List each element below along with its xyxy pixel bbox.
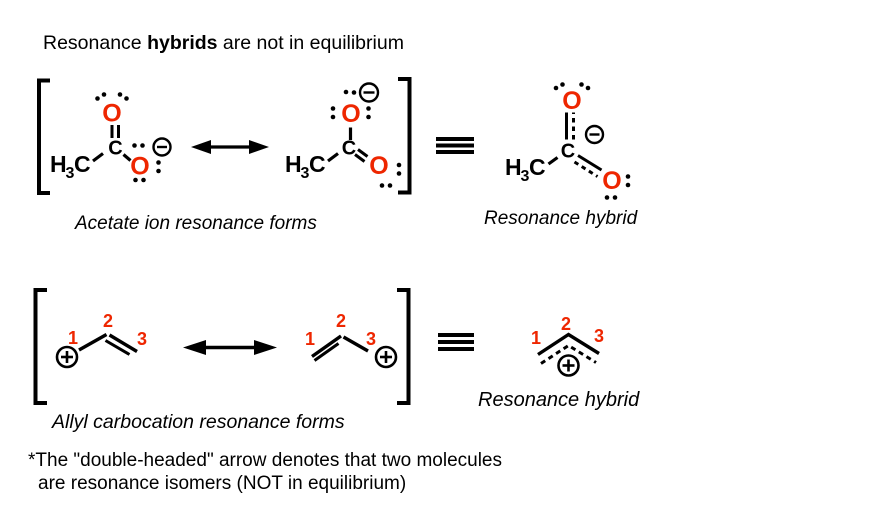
allyl-hybrid-caption: Resonance hybrid — [478, 389, 640, 411]
oxygen-atom-label: O — [130, 153, 149, 181]
partial-bond-solid — [537, 332, 600, 356]
title-bold: hybrids — [147, 32, 218, 54]
title-post: are not in equilibrium — [217, 32, 404, 54]
allyl-form-2: 1 2 3 — [305, 311, 398, 369]
oxygen-atom-label: O — [602, 167, 621, 195]
double-bond — [354, 148, 369, 163]
acetate-form-2: H 3 C C O O — [285, 82, 402, 188]
allyl-form-1: 1 2 3 — [55, 311, 147, 369]
carbon-number-label: 3 — [366, 329, 376, 349]
bracket-left-allyl — [33, 288, 47, 405]
acetate-form-1: H 3 C C O O — [50, 92, 172, 183]
acetate-caption: Acetate ion resonance forms — [75, 213, 317, 234]
allyl-hybrid: 1 2 3 — [531, 314, 604, 377]
plus-charge-icon — [557, 354, 580, 377]
minus-charge-icon — [584, 124, 605, 145]
minus-charge-icon — [152, 137, 172, 157]
carbon-atom-label: C — [108, 138, 122, 160]
carbon-number-label: 1 — [305, 329, 315, 349]
double-bond — [311, 334, 342, 362]
single-bond — [92, 152, 104, 163]
oxygen-atom-label: O — [341, 100, 360, 128]
title-pre: Resonance — [43, 32, 148, 54]
carbon-number-label: 1 — [68, 328, 78, 348]
double-bond — [104, 333, 138, 356]
methyl-h-label: H — [505, 154, 522, 180]
plus-charge-icon — [374, 345, 398, 369]
methyl-subscript-label: 3 — [66, 165, 75, 182]
lone-pair-dots — [553, 82, 631, 200]
bracket-right-allyl — [397, 288, 411, 405]
carbon-atom-label: C — [342, 138, 356, 160]
methyl-c-label: C — [74, 151, 91, 177]
oxygen-atom-label: O — [562, 87, 581, 115]
methyl-subscript-label: 3 — [301, 165, 310, 182]
single-bond — [122, 153, 132, 162]
lone-pair-dots — [330, 89, 402, 188]
footnote-line-1: *The "double-headed" arrow denotes that … — [28, 450, 502, 471]
carbon-number-label: 2 — [561, 314, 571, 334]
plus-charge-icon — [55, 345, 79, 369]
single-bond — [547, 156, 559, 166]
bracket-right-acetate — [398, 77, 412, 195]
acetate-hybrid: H 3 C C O O — [505, 82, 631, 200]
methyl-c-label: C — [529, 154, 546, 180]
oxygen-atom-label: O — [369, 152, 388, 180]
bracket-left-acetate — [37, 78, 50, 195]
equivalence-icon — [438, 333, 474, 351]
single-bond — [78, 333, 108, 352]
resonance-arrow-icon — [183, 340, 277, 355]
lone-pair-dots — [95, 92, 161, 183]
carbon-number-label: 3 — [594, 326, 604, 346]
carbon-number-label: 2 — [103, 311, 113, 331]
partial-double-bond — [565, 112, 575, 140]
single-bond — [342, 335, 369, 353]
methyl-c-label: C — [309, 151, 326, 177]
equivalence-icon — [436, 137, 474, 154]
oxygen-atom-label: O — [102, 100, 121, 128]
minus-charge-icon — [358, 82, 380, 103]
double-bond — [110, 125, 120, 138]
partial-bond-dashed — [540, 343, 597, 365]
acetate-hybrid-caption: Resonance hybrid — [484, 208, 638, 229]
methyl-subscript-label: 3 — [521, 168, 530, 185]
allyl-caption: Allyl carbocation resonance forms — [52, 411, 345, 433]
carbon-number-label: 2 — [336, 311, 346, 331]
partial-double-bond — [573, 154, 603, 178]
single-bond — [327, 152, 339, 163]
methyl-h-label: H — [50, 151, 67, 177]
resonance-arrow-icon — [191, 140, 269, 154]
footnote-line-2: are resonance isomers (NOT in equilibriu… — [38, 473, 407, 494]
methyl-h-label: H — [285, 151, 302, 177]
page-title: Resonance hybrids are not in equilibrium — [43, 32, 404, 55]
carbon-number-label: 1 — [531, 328, 541, 348]
carbon-atom-label: C — [561, 141, 575, 163]
carbon-number-label: 3 — [137, 329, 147, 349]
